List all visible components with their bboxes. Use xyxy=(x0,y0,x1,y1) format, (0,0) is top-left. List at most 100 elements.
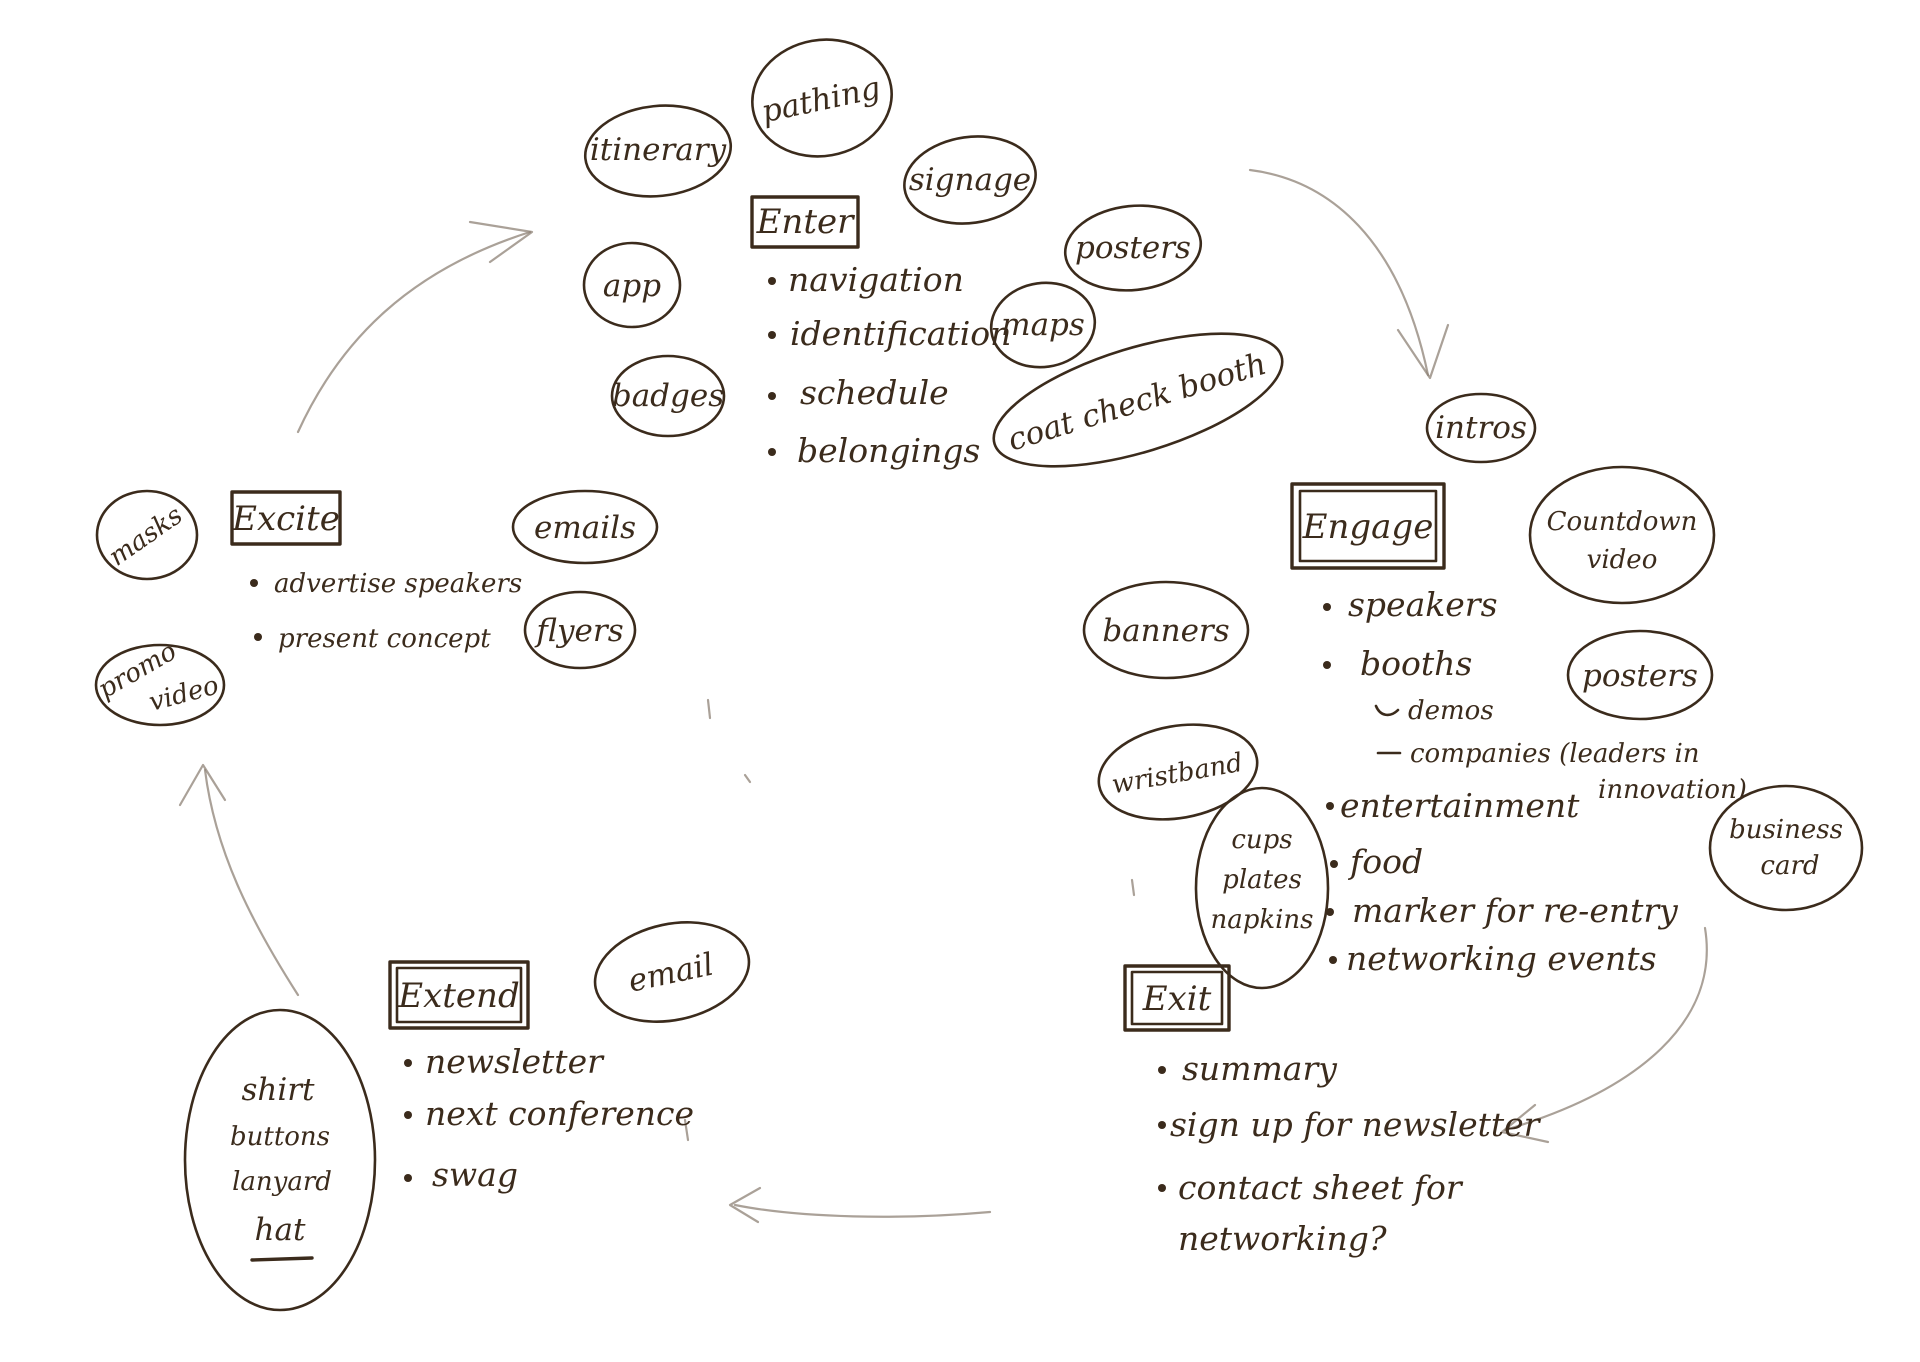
sub-bullet-mark xyxy=(1374,704,1400,717)
engage-item-marker: marker for re-entry xyxy=(1352,891,1678,930)
bubble-cups-label: cups xyxy=(1231,825,1292,855)
bullet-dot xyxy=(1330,860,1338,868)
bullet-dot xyxy=(1158,1184,1166,1192)
bubble-swag-items xyxy=(183,1008,377,1312)
bubble-napkins-label: napkins xyxy=(1210,905,1313,935)
arrow-extend-to-excite xyxy=(203,768,300,997)
bubble-posters-enter-label: posters xyxy=(1075,230,1191,266)
exit-item-summary: summary xyxy=(1182,1049,1337,1088)
extend-title-box-inner xyxy=(395,966,523,1024)
engage-item-food: food xyxy=(1347,842,1423,881)
engage-subitem-companies: companies (leaders in xyxy=(1410,739,1700,769)
bubble-video-label: video xyxy=(1587,545,1658,575)
bubble-emails-label: emails xyxy=(534,510,636,546)
extend-item-next-conference: next conference xyxy=(425,1094,694,1133)
engage-title: Engage xyxy=(1302,507,1434,547)
exit-item-contact-sheet: contact sheet for xyxy=(1178,1168,1464,1207)
extend-title: Extend xyxy=(397,976,519,1016)
engage-title-box xyxy=(1290,482,1446,570)
bubble-banners-label: banners xyxy=(1102,613,1229,649)
bubble-pathing-label: pathing xyxy=(758,70,883,130)
bubble-business-label: business xyxy=(1729,815,1843,845)
engage-subitem-innovation: innovation) xyxy=(1598,775,1747,805)
bullet-dot xyxy=(1326,802,1334,810)
extend-item-newsletter: newsletter xyxy=(425,1042,605,1081)
bubble-buttons-label: buttons xyxy=(230,1122,330,1152)
enter-title: Enter xyxy=(756,202,856,242)
bullet-dot xyxy=(1158,1121,1166,1129)
faint-mark xyxy=(743,773,752,784)
faint-mark xyxy=(683,1118,690,1142)
arrowhead-engage xyxy=(1396,323,1450,380)
excite-item-advertise: advertise speakers xyxy=(274,569,522,599)
excite-title-box xyxy=(230,490,342,546)
exit-title: Exit xyxy=(1142,979,1212,1019)
bubble-intros-label: intros xyxy=(1435,410,1527,446)
bubble-masks xyxy=(95,489,199,581)
bubble-badges xyxy=(610,354,726,438)
bubble-email xyxy=(593,921,751,1023)
engage-item-entertainment: entertainment xyxy=(1340,786,1580,825)
bubble-maps-label: maps xyxy=(1001,307,1085,343)
bullet-dot xyxy=(1329,956,1337,964)
bubble-maps xyxy=(989,281,1097,369)
bubble-card-label: card xyxy=(1760,851,1819,881)
bubble-hat-label: hat xyxy=(255,1212,306,1248)
arrowhead-enter xyxy=(468,220,534,264)
bubble-flyers xyxy=(523,590,637,670)
exit-title-box-inner xyxy=(1130,970,1224,1026)
bubble-app-label: app xyxy=(603,268,661,304)
hat-underline xyxy=(250,1256,314,1262)
bubble-shirt-label: shirt xyxy=(241,1072,315,1108)
bullet-dot xyxy=(768,277,776,285)
enter-item-belongings: belongings xyxy=(797,431,980,470)
exit-item-newsletter: sign up for newsletter xyxy=(1170,1105,1542,1144)
bullet-dot xyxy=(1323,603,1331,611)
bullet-dot xyxy=(404,1174,412,1182)
bubble-pathing xyxy=(751,38,893,158)
bubble-badges-label: badges xyxy=(612,378,724,414)
faint-mark xyxy=(706,698,712,720)
cycle-arrows xyxy=(178,168,1708,1224)
bubble-signage-label: signage xyxy=(909,162,1031,198)
bubble-promo-video xyxy=(94,643,226,727)
arrow-engage-to-exit xyxy=(1503,926,1708,1132)
stage-exit: Exit summary sign up for newsletter cont… xyxy=(1123,964,1542,1258)
arrow-exit-to-extend xyxy=(733,1203,992,1218)
bubble-itinerary xyxy=(583,104,733,198)
bullet-dot xyxy=(1158,1066,1166,1074)
bubble-posters-enter xyxy=(1063,204,1203,292)
bubble-wristband-label: wristband xyxy=(1110,748,1246,801)
bubble-lanyard-label: lanyard xyxy=(232,1167,332,1197)
bubble-posters-engage xyxy=(1566,629,1714,721)
bubble-coat-check-booth xyxy=(992,332,1284,468)
arrow-enter-to-engage xyxy=(1248,168,1430,377)
bullet-dot xyxy=(250,579,258,587)
stage-engage: intros Engage Countdown video banners sp… xyxy=(1082,392,1864,990)
bubble-banners xyxy=(1082,580,1250,680)
bullet-dot xyxy=(768,331,776,339)
enter-item-schedule: schedule xyxy=(800,373,949,412)
bubble-app xyxy=(582,241,682,329)
bullet-dot xyxy=(404,1059,412,1067)
engage-item-booths: booths xyxy=(1360,644,1472,683)
bubble-cups-plates-napkins xyxy=(1194,786,1330,990)
bubble-flyers-label: flyers xyxy=(534,613,623,649)
bubble-business-card xyxy=(1708,784,1864,912)
arrowhead-exit xyxy=(1500,1103,1550,1144)
bubble-intros xyxy=(1425,392,1537,464)
arrowhead-extend xyxy=(728,1186,762,1224)
stage-enter: Enter navigation identification schedule… xyxy=(582,38,1284,470)
arrow-excite-to-enter xyxy=(296,230,532,434)
bubble-posters-engage-label: posters xyxy=(1582,658,1698,694)
excite-title: Excite xyxy=(231,499,340,539)
extend-item-swag: swag xyxy=(432,1155,518,1194)
bubble-wristband xyxy=(1097,723,1259,821)
engage-subitem-demos: demos xyxy=(1408,696,1494,726)
exit-title-box xyxy=(1123,964,1231,1032)
bubble-emails xyxy=(511,489,659,565)
bullet-dot xyxy=(1326,908,1334,916)
bullet-dot xyxy=(768,392,776,400)
bubble-signage xyxy=(903,135,1037,225)
